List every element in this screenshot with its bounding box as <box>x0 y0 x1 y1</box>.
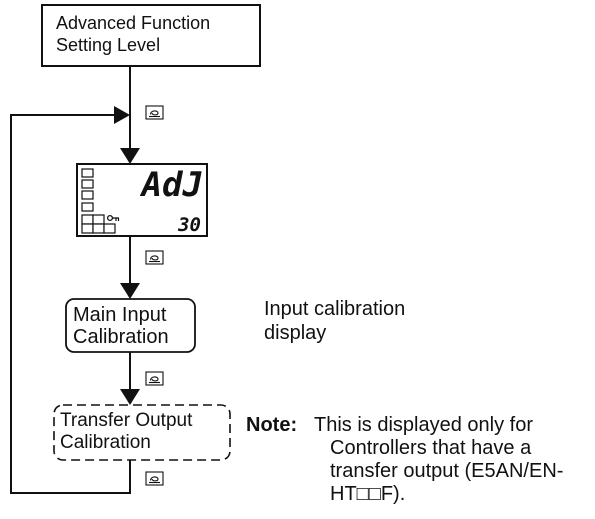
description-line2: display <box>264 322 327 344</box>
advanced-function-box <box>41 4 261 67</box>
advanced-function-line1: Advanced Function <box>56 13 211 33</box>
description-line1: Input calibration <box>264 298 406 320</box>
indicator-7 <box>81 223 94 234</box>
display-top-value: AdJ <box>140 165 203 205</box>
indicator-2 <box>81 179 94 189</box>
transfer-output-line2: Calibration <box>60 432 151 453</box>
transfer-output-calibration-box <box>53 404 231 461</box>
indicator-8 <box>92 223 105 234</box>
flow-arrow-1 <box>120 148 140 164</box>
note-line-1: This is displayed only for <box>314 414 533 436</box>
indicator-5 <box>81 214 94 225</box>
transfer-output-line1: Transfer Output <box>60 410 193 431</box>
main-input-line2: Calibration <box>73 326 169 348</box>
display-bottom-value: 30 <box>177 214 201 236</box>
flow-arrow-3 <box>120 389 140 405</box>
transfer-output-calibration-label: Transfer Output Calibration <box>60 410 192 454</box>
advanced-function-line2: Setting Level <box>56 35 161 55</box>
loop-back-line <box>10 114 131 494</box>
main-input-line1: Main Input <box>73 304 167 326</box>
main-input-calibration-label: Main Input Calibration <box>73 304 169 348</box>
key-icon <box>106 214 120 222</box>
note-text: This is displayed only for <box>314 414 595 437</box>
note-line-3: transfer output (E5AN/EN- <box>330 460 564 482</box>
loop-back-arrow <box>114 106 130 124</box>
mode-key-icon <box>145 371 164 386</box>
indicator-1 <box>81 168 94 178</box>
note-line-4: HT□□F). <box>330 483 406 505</box>
flow-arrow-2 <box>120 283 140 299</box>
note-continuation: Controllers that have a transfer output … <box>330 437 590 506</box>
advanced-function-label: Advanced Function Setting Level <box>56 12 210 56</box>
mode-key-icon <box>145 105 164 120</box>
mode-key-icon <box>145 471 164 486</box>
mode-key-icon <box>145 250 164 265</box>
input-calibration-description: Input calibration display <box>264 297 405 345</box>
indicator-9 <box>103 223 116 234</box>
indicator-6 <box>92 214 105 225</box>
indicator-4 <box>81 202 94 212</box>
indicator-3 <box>81 190 94 200</box>
note-label: Note: <box>246 414 298 436</box>
note-line-2: Controllers that have a <box>330 437 532 459</box>
